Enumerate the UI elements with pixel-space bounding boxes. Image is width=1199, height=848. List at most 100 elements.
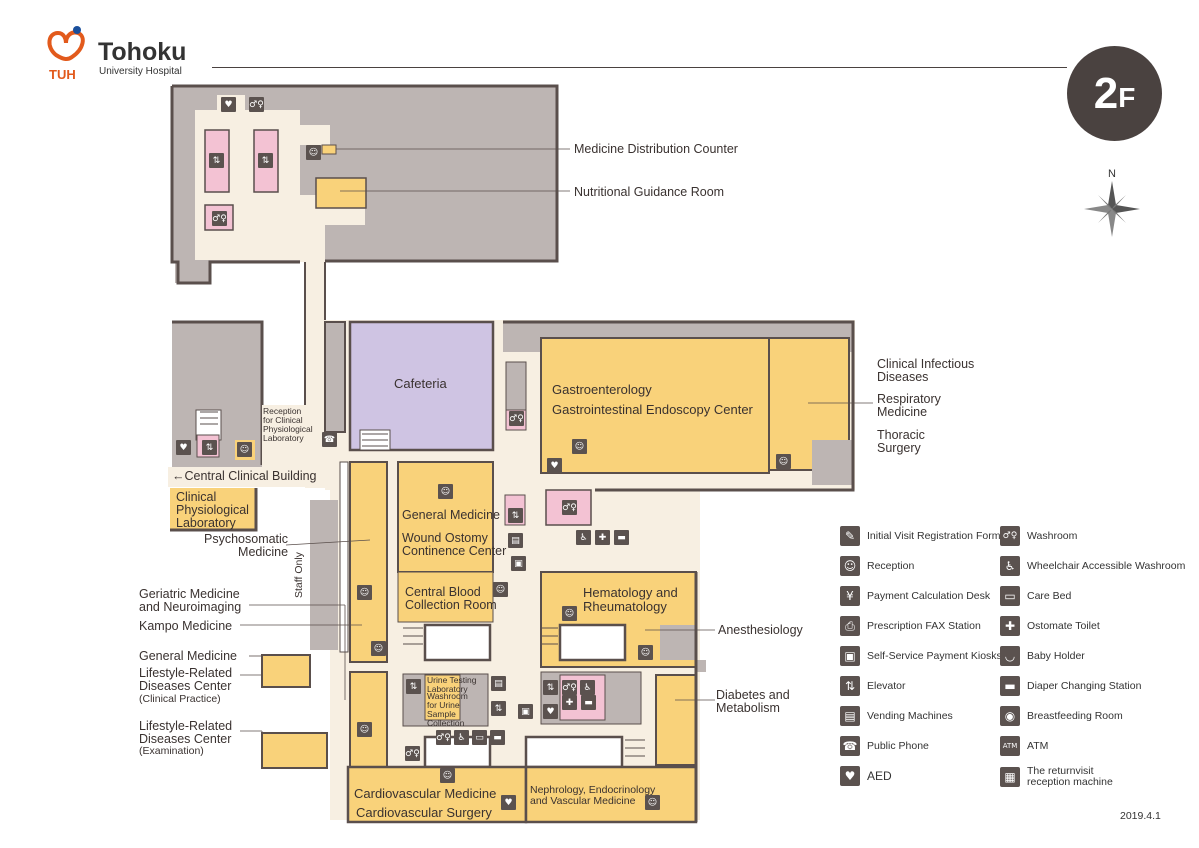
reception-icon: ☺ <box>371 641 386 656</box>
ostomate-icon: ✚ <box>1000 616 1020 636</box>
wheelchair-icon: ♿ <box>576 530 591 545</box>
aed-icon: ♥ <box>840 766 860 786</box>
elevator-icon: ⇅ <box>491 701 506 716</box>
callout-medicine-distribution: Medicine Distribution Counter <box>574 142 738 156</box>
callout-lifestyle-exam: Lifestyle-Related Diseases Center <box>139 719 233 746</box>
callout-diabetes: Diabetes and Metabolism <box>716 688 790 715</box>
legend: ✎Initial Visit Registration Form ☺Recept… <box>840 526 1190 796</box>
legend-item: ⎙Prescription FAX Station <box>840 616 981 636</box>
aed-icon: ♥ <box>547 458 562 473</box>
atm-icon: ATM <box>1000 736 1020 756</box>
header-rule <box>212 67 1067 68</box>
legend-item: ✚Ostomate Toilet <box>1000 616 1100 636</box>
phone-icon: ☎ <box>840 736 860 756</box>
room-gastroenterology: Gastroenterology <box>552 382 652 397</box>
washroom-icon: ♂♀ <box>212 211 227 226</box>
logo-abbr: TUH <box>49 67 76 82</box>
breastfeeding-icon: ◉ <box>1000 706 1020 726</box>
legend-item: ¥Payment Calculation Desk <box>840 586 990 606</box>
callout-clinical-infectious: Clinical Infectious Diseases <box>877 357 975 384</box>
diaper-icon: ▬ <box>1000 676 1020 696</box>
room-urine-lab: Urine Testing Laboratory <box>427 675 477 694</box>
legend-item: ♂♀Washroom <box>1000 526 1077 546</box>
callout-geriatric: Geriatric Medicine and Neuroimaging <box>139 587 242 614</box>
legend-item: ✎Initial Visit Registration Form <box>840 526 1000 546</box>
room-cardio-surgery: Cardiovascular Surgery <box>356 805 492 820</box>
elevator-icon: ⇅ <box>508 508 523 523</box>
central-clinical-link[interactable]: ←Central Clinical Building <box>172 469 317 483</box>
aed-icon: ♥ <box>176 440 191 455</box>
care-bed-icon: ▭ <box>1000 586 1020 606</box>
legend-item: ▭Care Bed <box>1000 586 1071 606</box>
svg-text:N: N <box>1108 168 1116 180</box>
legend-item: ☎Public Phone <box>840 736 929 756</box>
reception-icon: ☺ <box>562 606 577 621</box>
room-reception-clinical: Reception for Clinical Physiological Lab… <box>263 406 313 443</box>
revisit-machine-icon: ▦ <box>1000 767 1020 787</box>
washroom-icon: ♂♀ <box>436 730 451 745</box>
callout-kampo: Kampo Medicine <box>139 619 233 633</box>
north-building <box>170 84 559 285</box>
vending-icon: ▤ <box>491 676 506 691</box>
compass-icon: N <box>1084 168 1140 237</box>
diaper-icon: ▬ <box>614 530 629 545</box>
legend-item: ▣Self-Service Payment Kiosks <box>840 646 1002 666</box>
payment-desk-icon: ¥ <box>840 586 860 606</box>
elevator-icon: ⇅ <box>258 153 273 168</box>
room-nephrology: Nephrology, Endocrinology and Vascular M… <box>530 784 656 807</box>
aed-icon: ♥ <box>221 97 236 112</box>
room-clinical-phys-lab: Clinical Physiological Laboratory <box>176 490 249 530</box>
reception-icon: ☺ <box>645 795 660 810</box>
vending-icon: ▤ <box>840 706 860 726</box>
callout-general-medicine: General Medicine <box>139 649 237 663</box>
fax-icon: ⎙ <box>840 616 860 636</box>
ostomate-icon: ✚ <box>595 530 610 545</box>
baby-holder-icon: ◡ <box>1000 646 1020 666</box>
aed-icon: ♥ <box>543 704 558 719</box>
legend-item: ▬Diaper Changing Station <box>1000 676 1141 696</box>
elevator-icon: ⇅ <box>202 440 217 455</box>
wheelchair-icon: ♿ <box>454 730 469 745</box>
washroom-icon: ♂♀ <box>405 746 420 761</box>
room-urine-washroom: Washroom for Urine Sample Collection <box>427 691 468 728</box>
reception-icon: ☺ <box>357 585 372 600</box>
callout-psychosomatic: Psychosomatic Medicine <box>204 532 289 559</box>
room-cafeteria: Cafeteria <box>394 376 447 391</box>
washroom-icon: ♂♀ <box>249 97 264 112</box>
diaper-icon: ▬ <box>581 695 596 710</box>
logo-mark-icon <box>47 26 85 62</box>
diaper-icon: ▬ <box>490 730 505 745</box>
reception-icon: ☺ <box>440 768 455 783</box>
vending-icon: ▤ <box>508 533 523 548</box>
legend-item: ♿Wheelchair Accessible Washroom <box>1000 556 1185 576</box>
legend-item: ▦The returnvisit reception machine <box>1000 766 1113 788</box>
reception-icon: ☺ <box>237 442 252 457</box>
date-stamp: 2019.4.1 <box>1120 810 1161 822</box>
callout-nutritional-guidance: Nutritional Guidance Room <box>574 185 725 199</box>
room-cardio-medicine: Cardiovascular Medicine <box>354 786 497 801</box>
room-general-medicine: General Medicine <box>402 508 500 522</box>
reception-icon: ☺ <box>840 556 860 576</box>
callout-respiratory: Respiratory Medicine <box>877 392 941 419</box>
aed-icon: ♥ <box>501 795 516 810</box>
elevator-icon: ⇅ <box>840 676 860 696</box>
washroom-icon: ♂♀ <box>1000 526 1020 546</box>
elevator-icon: ⇅ <box>209 153 224 168</box>
legend-item: ◉Breastfeeding Room <box>1000 706 1123 726</box>
care-bed-icon: ▭ <box>472 730 487 745</box>
payment-kiosk-icon: ▣ <box>518 704 533 719</box>
payment-kiosk-icon: ▣ <box>840 646 860 666</box>
ostomate-icon: ✚ <box>562 695 577 710</box>
callout-anesthesiology: Anesthesiology <box>718 623 803 637</box>
legend-item: ☺Reception <box>840 556 914 576</box>
staff-only-label: Staff Only <box>293 552 305 598</box>
legend-item: ⇅Elevator <box>840 676 906 696</box>
room-hematology: Hematology and Rheumatology <box>583 585 678 614</box>
callout-lifestyle-exam-sub: (Examination) <box>139 745 204 757</box>
callout-thoracic: Thoracic Surgery <box>877 428 925 455</box>
wheelchair-icon: ♿ <box>1000 556 1020 576</box>
room-wound-ostomy: Wound Ostomy Continence Center <box>402 531 507 558</box>
registration-form-icon: ✎ <box>840 526 860 546</box>
